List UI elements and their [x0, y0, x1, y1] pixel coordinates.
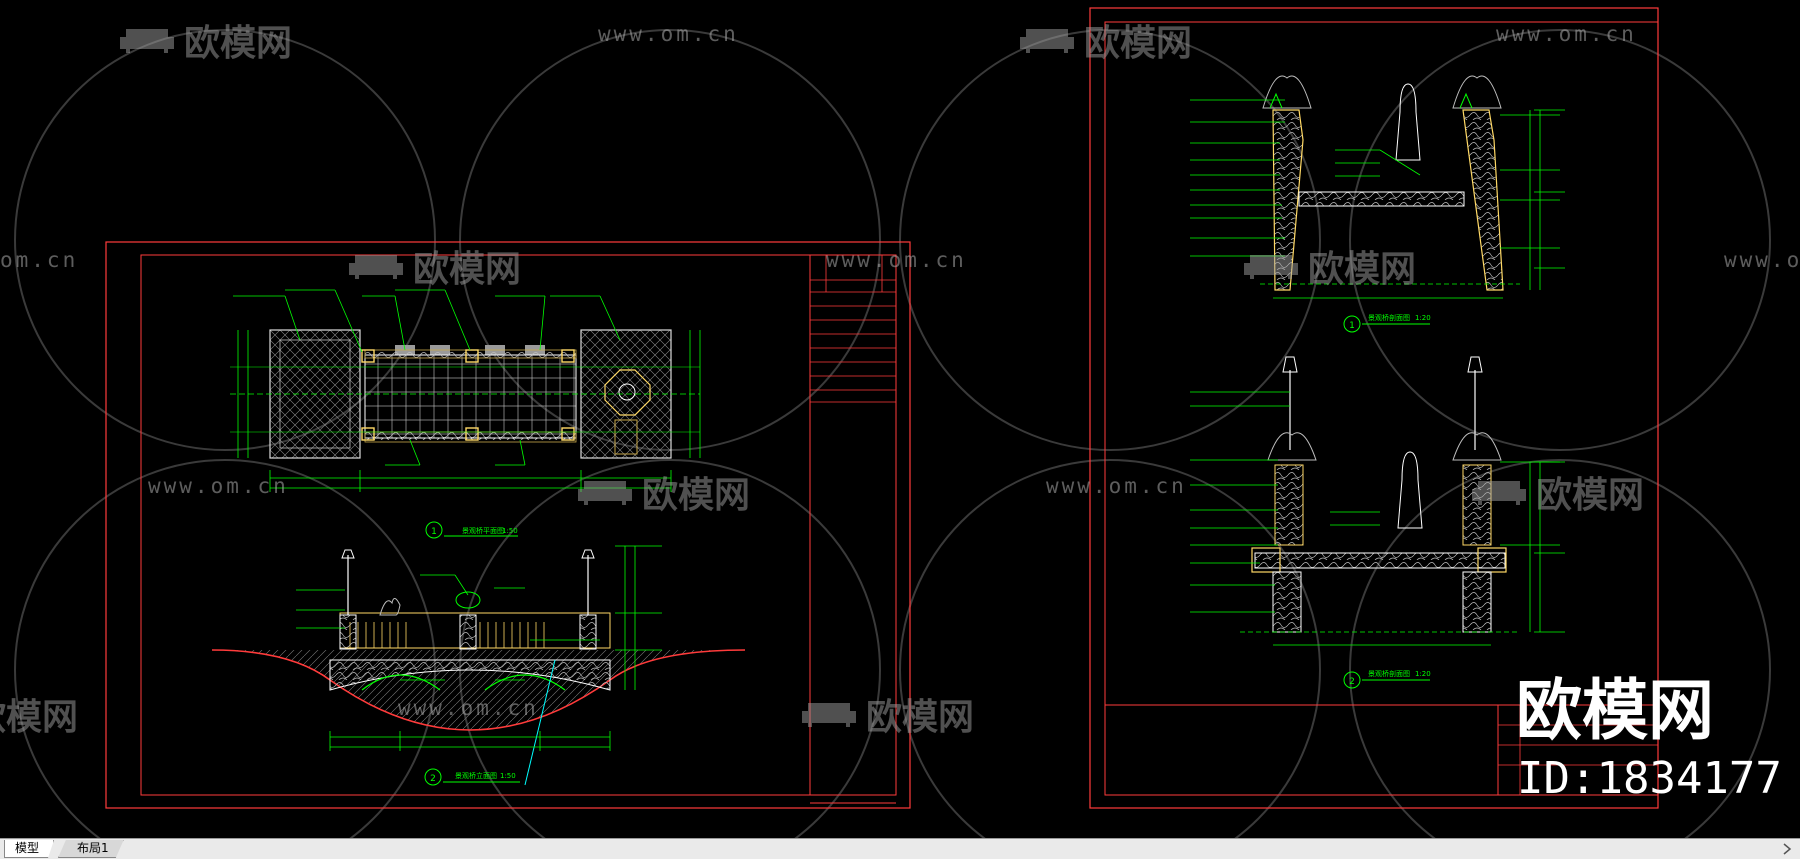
right-sheet[interactable]: 1 景观桥剖面图 1:20: [1089, 7, 1659, 809]
watermark-site-text: www.om.cn: [1496, 22, 1637, 46]
sect2-dimensions: [1240, 461, 1565, 646]
watermark-logo-cropped: 欧模网: [0, 688, 78, 740]
bridge-plan-view[interactable]: [230, 289, 701, 492]
watermark-logo-text: 欧模网: [866, 697, 975, 738]
cad-drawing-canvas[interactable]: 1 景观桥平面图 1:50: [0, 0, 1800, 838]
watermark-logo: 欧模网: [1016, 14, 1192, 66]
watermark-site-text: www.om.cn: [1046, 474, 1187, 498]
watermark-logo-text: 欧模网: [184, 23, 293, 64]
elevation-view-label: 2 景观桥立面图 1:50: [424, 768, 520, 786]
tab-layout-1[interactable]: 布局1: [58, 840, 124, 858]
sofa-logo-icon: [1020, 29, 1074, 53]
watermark-logo-text: 欧模网: [1308, 249, 1417, 290]
elev-railings: [349, 622, 545, 648]
watermark-site-text: www.om.cn: [398, 696, 539, 720]
sect1-leaders: [1190, 99, 1560, 257]
watermark-logo: 欧模网: [116, 14, 292, 66]
plan-view-label: 1 景观桥平面图 1:50: [425, 521, 518, 539]
sofa-logo-icon: [349, 255, 403, 279]
watermark-site-text: om.cn: [0, 248, 79, 272]
svg-text:1:50: 1:50: [500, 772, 516, 780]
svg-text:景观桥剖面图: 景观桥剖面图: [1368, 669, 1410, 678]
elev-dimensions: [329, 545, 662, 751]
watermark-site-text: www.om.cn: [1724, 248, 1800, 272]
plan-dimensions: [237, 330, 701, 492]
watermark-site-text: www.om.cn: [598, 22, 739, 46]
svg-text:1: 1: [431, 527, 437, 537]
svg-text:1: 1: [1349, 321, 1355, 331]
sofa-logo-icon: [120, 29, 174, 53]
plan-leaders: [230, 289, 700, 466]
bridge-elevation-view[interactable]: [211, 545, 746, 786]
svg-text:1:20: 1:20: [1415, 670, 1431, 678]
svg-text:1:20: 1:20: [1415, 314, 1431, 322]
elev-leaders: [296, 574, 600, 681]
watermark-logo-text: 欧模网: [1084, 23, 1193, 64]
sect2-leaders: [1190, 391, 1560, 613]
watermark-big-logo: 欧模网: [1516, 672, 1714, 749]
tab-model-label: 模型: [15, 841, 40, 855]
sofa-logo-icon: [1244, 255, 1298, 279]
watermark-site-text: www.om.cn: [148, 474, 289, 498]
left-sheet[interactable]: 1 景观桥平面图 1:50: [105, 241, 911, 809]
watermark-arcs: [14, 29, 1771, 838]
section-2-label: 2 景观桥剖面图 1:20: [1343, 669, 1431, 689]
svg-text:2: 2: [1349, 677, 1355, 687]
watermark-logo: 欧模网: [1240, 240, 1416, 292]
watermark-logo: 欧模网: [574, 466, 750, 518]
watermark-logo-text: 欧模网: [642, 475, 751, 516]
svg-text:景观桥立面图: 景观桥立面图: [455, 771, 497, 780]
watermark-id-text: ID:1834177: [1517, 753, 1782, 804]
watermark-logo: 欧模网: [345, 240, 521, 292]
watermark-site-text: www.om.cn: [826, 248, 967, 272]
watermark-logo-text: 欧模网: [1536, 475, 1645, 516]
sect1-dimensions: [1260, 109, 1565, 299]
svg-text:景观桥平面图: 景观桥平面图: [462, 526, 504, 535]
sofa-logo-icon: [802, 703, 856, 727]
sofa-logo-icon: [1472, 481, 1526, 505]
watermark-logo: 欧模网: [798, 688, 974, 740]
right-title-block: [1498, 705, 1658, 795]
svg-text:1:50: 1:50: [502, 527, 518, 535]
sofa-logo-icon: [578, 481, 632, 505]
tab-model[interactable]: 模型: [4, 840, 55, 858]
svg-text:2: 2: [430, 774, 436, 784]
left-title-block: [810, 255, 896, 403]
watermark-logo-text: 欧模网: [413, 249, 522, 290]
plan-pillars: [361, 349, 575, 441]
watermark-logo: 欧模网: [1468, 466, 1644, 518]
svg-text:景观桥剖面图: 景观桥剖面图: [1368, 313, 1410, 322]
bridge-section-2[interactable]: [1190, 356, 1565, 646]
tab-layout-1-label: 布局1: [77, 841, 109, 855]
scroll-arrow-icon[interactable]: [1780, 842, 1794, 856]
watermark-logo-text: 欧模网: [0, 697, 79, 738]
layout-tab-bar: 模型 布局1: [0, 838, 1800, 859]
section-1-label: 1 景观桥剖面图 1:20: [1343, 313, 1431, 333]
